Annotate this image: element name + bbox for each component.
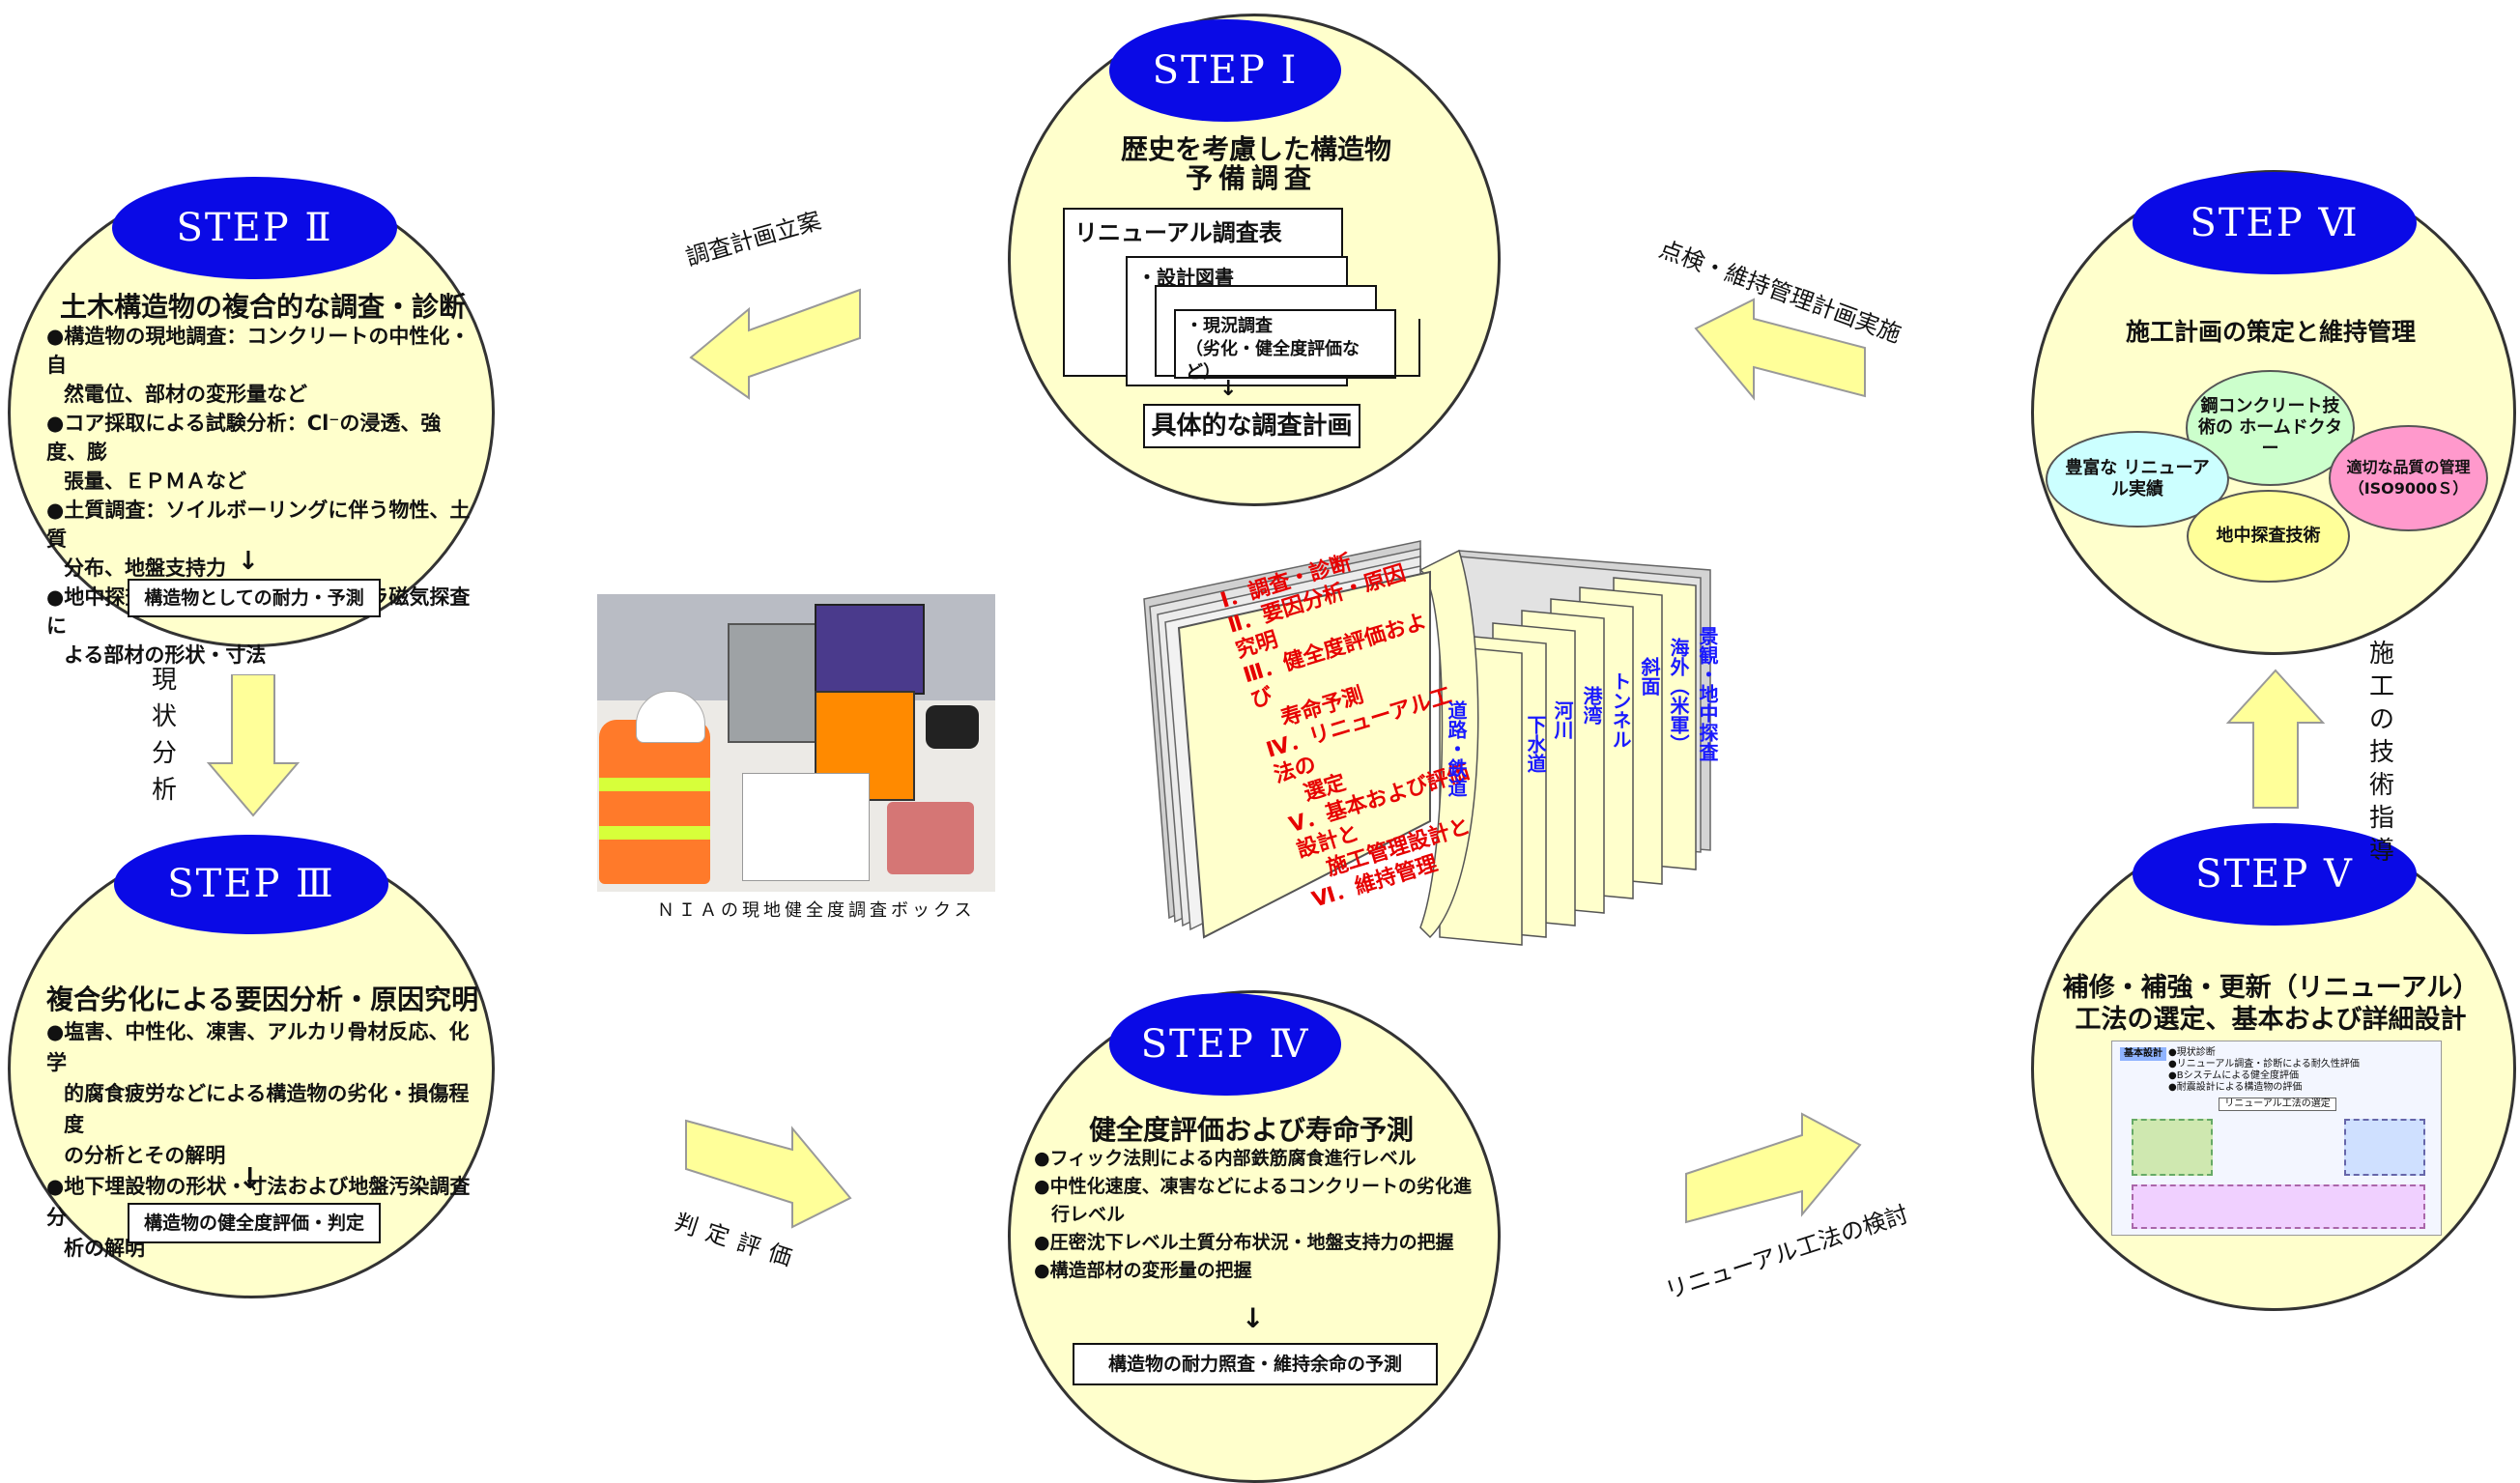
step1-title-line2: 予備調査: [1185, 162, 1317, 194]
book-tab-1: 道路・鉄道: [1445, 700, 1468, 797]
step2-bullet-1: ●構造物の現地調査：コンクリートの中性化・自: [46, 325, 471, 377]
book-tab-3: 河川: [1551, 700, 1574, 739]
arrow-step4-to-step5: [1685, 1112, 1862, 1224]
step5-thumb-left-block: [2132, 1119, 2213, 1176]
step5-title-line1: 補修・補強・更新（リニューアル）: [2062, 973, 2479, 1003]
step2-badge: STEP Ⅱ: [112, 177, 397, 279]
photo-vest-stripe-2: [599, 826, 710, 840]
arrow-step2-to-step3: [206, 674, 301, 817]
step1-card-4-line2: （劣化・健全度評価など）: [1186, 339, 1360, 383]
step2-down-arrow: ↓: [238, 547, 259, 576]
step4-bullets: ●フィック法則による内部鉄筋腐食進行レベル ●中性化速度、凍害などによるコンクリ…: [1034, 1145, 1488, 1285]
step4-down-arrow: ↓: [1242, 1302, 1265, 1334]
step2-bullet-8: よる部材の形状・寸法: [64, 643, 267, 667]
book-tab-2: 下水道: [1524, 715, 1547, 773]
step1-card-main-label: リニューアル調査表: [1074, 219, 1282, 246]
step6-bubble-right: 適切な品質の管理（ISO9000Ｓ）: [2329, 425, 2488, 531]
label-step2-to-step3: 現状分析: [151, 666, 177, 805]
label-step5-to-step6: 施工の技術指導: [2368, 640, 2394, 866]
book-tab-7: 海外（米軍）: [1667, 638, 1690, 754]
step4-bullet-2: ●中性化速度、凍害などによるコンクリートの劣化進: [1034, 1176, 1473, 1197]
photo-tools: [887, 802, 974, 874]
step5-thumb-line-2: ●リニューアル調査・診断による耐久性評価: [2168, 1059, 2360, 1069]
step4-badge: STEP Ⅳ: [1109, 993, 1341, 1096]
step5-title-line2: 工法の選定、基本および詳細設計: [2075, 1005, 2467, 1035]
step2-bullet-2: 然電位、部材の変形量など: [64, 383, 307, 406]
photo-purple-case: [815, 604, 925, 695]
step2-title: 土木構造物の複合的な調査・診断: [60, 291, 467, 323]
step3-title: 複合劣化による要因分析・原因究明: [46, 984, 479, 1015]
step2-result: 構造物としての耐力・予測: [128, 579, 381, 617]
arrow-step6-to-step1: [1694, 298, 1866, 401]
step1-badge: STEP Ⅰ: [1109, 19, 1341, 122]
step3-result: 構造物の健全度評価・判定: [128, 1203, 381, 1243]
step5-thumb-title: 基本設計: [2120, 1047, 2166, 1061]
step5-thumb-bottom-block: [2132, 1184, 2425, 1229]
step1-title-line1: 歴史を考慮した構造物: [1121, 133, 1392, 165]
step3-badge: STEP Ⅲ: [114, 835, 388, 934]
book-tab-5: トンネル: [1609, 671, 1632, 749]
step3-bullet-3: の分析とその解明: [64, 1144, 226, 1167]
step2-bullet-5: ●土質調査：ソイルボーリングに伴う物性、土質: [46, 499, 471, 551]
step2-bullet-4: 張量、ＥＰＭＡなど: [64, 470, 246, 493]
step5-thumbnail: 基本設計 ●現状診断 ●リニューアル調査・診断による耐久性評価 ●Bシステムによ…: [2111, 1041, 2442, 1236]
step2-bullets: ●構造物の現地調査：コンクリートの中性化・自 然電位、部材の変形量など ●コア採…: [46, 322, 481, 670]
step1-card-4: ・現況調査 （劣化・健全度評価など）: [1174, 309, 1396, 383]
step5-thumb-line-1: ●現状診断: [2168, 1047, 2216, 1058]
book-tab-6: 斜面: [1638, 657, 1661, 696]
step3-bullet-2: 的腐食疲労などによる構造物の劣化・損傷程度: [64, 1082, 470, 1136]
book-illustration: [1143, 540, 1711, 946]
arrow-to-step2: [689, 288, 861, 400]
step1-card-5: [1188, 319, 1420, 377]
photo-helmet: [636, 691, 705, 743]
photo-binoculars: [926, 705, 979, 749]
step4-title: 健全度評価および寿命予測: [1088, 1114, 1414, 1146]
arrow-step5-to-step6: [2225, 669, 2326, 809]
step6-badge: STEP Ⅵ: [2133, 172, 2417, 274]
photo-drawings: [742, 773, 870, 881]
step5-thumb-line-4: ●耐震設計による構造物の評価: [2168, 1082, 2303, 1093]
book-tab-8: 景観・地中探査: [1696, 626, 1719, 761]
step4-bullet-5: ●構造部材の変形量の把握: [1034, 1260, 1252, 1281]
label-to-step2: 調査計画立案: [682, 207, 824, 271]
step3-bullets: ●塩害、中性化、凍害、アルカリ骨材反応、化学 的腐食疲労などによる構造物の劣化・…: [46, 1016, 481, 1264]
step6-title: 施工計画の策定と維持管理: [2125, 318, 2416, 346]
step5-thumb-line-3: ●Bシステムによる健全度評価: [2168, 1070, 2299, 1081]
arrow-step3-to-step4: [685, 1119, 852, 1229]
step5-thumb-center: リニューアル工法の選定: [2219, 1098, 2336, 1111]
equipment-photo: [597, 594, 995, 892]
step3-down-arrow: ↓: [238, 1162, 263, 1196]
step3-bullet-1: ●塩害、中性化、凍害、アルカリ骨材反応、化学: [46, 1020, 470, 1074]
step5-thumb-lines: ●現状診断 ●リニューアル調査・診断による耐久性評価 ●Bシステムによる健全度評…: [2168, 1047, 2429, 1094]
step1-result: 具体的な調査計画: [1143, 404, 1360, 448]
step3-bullet-4: ●地下埋設物の形状・寸法および地盤汚染調査分: [46, 1175, 471, 1229]
step2-bullet-6: 分布、地盤支持力: [64, 556, 226, 580]
step5-thumb-right-block: [2344, 1119, 2425, 1176]
step4-bullet-3: 行レベル: [1051, 1204, 1126, 1225]
step4-result: 構造物の耐力照査・維持余命の予測: [1073, 1343, 1438, 1385]
step1-card-4-line1: ・現況調査: [1186, 316, 1273, 336]
step1-down-arrow: ↓: [1219, 377, 1238, 401]
book-tab-4: 港湾: [1580, 686, 1603, 725]
step6-bubble-bottom: 地中探査技術: [2187, 490, 2350, 583]
step2-bullet-3: ●コア採取による試験分析：Cl⁻の浸透、強度、膨: [46, 412, 442, 464]
photo-vest: [599, 720, 710, 884]
photo-caption: ＮＩＡの現地健全度調査ボックス: [657, 900, 976, 921]
step5-badge: STEP Ⅴ: [2133, 823, 2417, 926]
photo-vest-stripe: [599, 778, 710, 791]
step4-bullet-1: ●フィック法則による内部鉄筋腐食進行レベル: [1034, 1148, 1417, 1169]
step4-bullet-4: ●圧密沈下レベル土質分布状況・地盤支持力の把握: [1034, 1232, 1454, 1253]
